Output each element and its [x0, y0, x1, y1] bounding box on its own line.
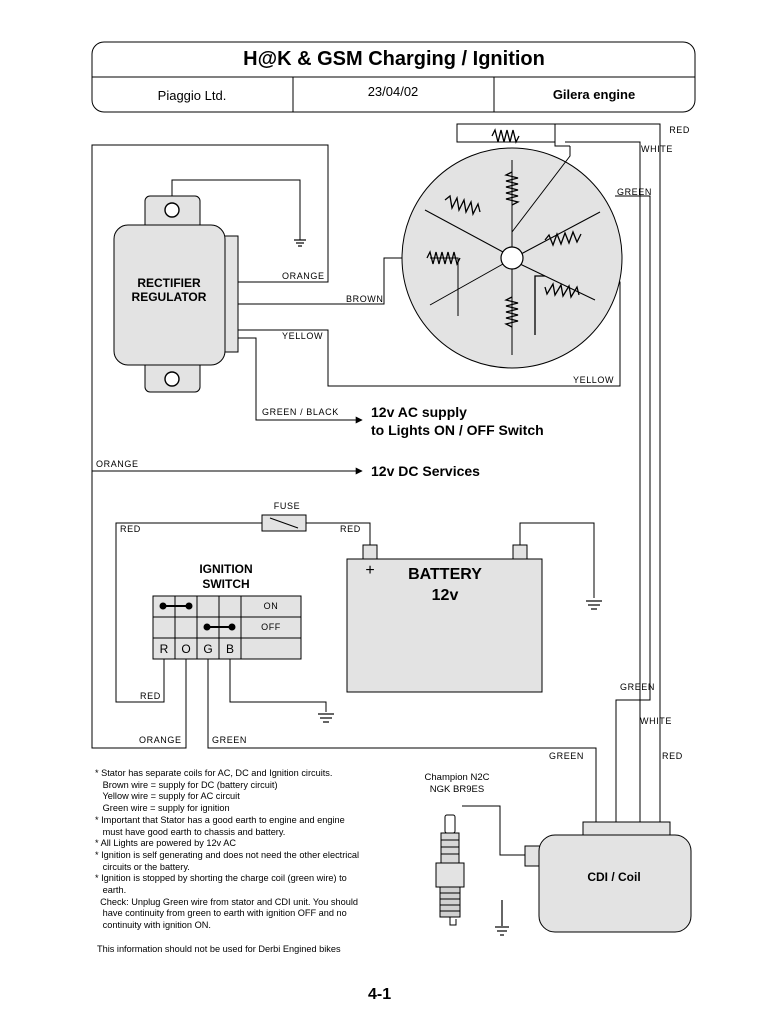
note-line: continuity with ignition ON.	[95, 920, 211, 931]
ignition-switch	[152, 595, 302, 660]
dc-services-label: 12v DC Services	[371, 463, 480, 479]
spark-plug-label: NGK BR9ES	[430, 784, 484, 795]
note-line: earth.	[95, 885, 127, 896]
cdi-label: CDI / Coil	[587, 870, 640, 884]
wire-label-green: GREEN	[549, 751, 584, 761]
regulator-label: REGULATOR	[132, 290, 207, 304]
document-date: 23/04/02	[368, 84, 419, 99]
company-name: Piaggio Ltd.	[158, 88, 227, 103]
switch-off-label: OFF	[261, 622, 281, 632]
note-line: have continuity from green to earth with…	[95, 908, 347, 919]
ignition-switch-label: SWITCH	[202, 577, 249, 591]
spark-plug	[435, 814, 465, 926]
wire-label-yellow: YELLOW	[573, 375, 614, 385]
battery	[346, 544, 543, 693]
disclaimer: This information should not be used for …	[97, 944, 341, 954]
note-line: * Stator has separate coils for AC, DC a…	[95, 768, 333, 778]
battery-voltage: 12v	[432, 587, 459, 604]
note-line: Yellow wire = supply for AC circuit	[95, 791, 240, 802]
ac-supply-label: to Lights ON / OFF Switch	[371, 422, 544, 438]
note-line: must have good earth to chassis and batt…	[95, 826, 286, 837]
regulator-label: RECTIFIER	[137, 276, 201, 290]
engine-name: Gilera engine	[553, 87, 635, 102]
rectifier-regulator	[113, 195, 239, 393]
switch-terminal-g: G	[203, 642, 212, 656]
cdi-coil	[524, 821, 692, 933]
battery-label: BATTERY	[408, 566, 482, 583]
note-line: * Ignition is self generating and does n…	[95, 849, 360, 860]
wire-label-red: RED	[340, 524, 361, 534]
switch-on-label: ON	[264, 601, 279, 611]
fuse	[261, 514, 307, 532]
ignition-switch-label: IGNITION	[199, 562, 252, 576]
wire-label-green: GREEN	[212, 735, 247, 745]
page-number: 4-1	[368, 986, 392, 1003]
wire-label-brown: BROWN	[346, 294, 384, 304]
note-line: Green wire = supply for ignition	[95, 803, 230, 814]
note-line: * All Lights are powered by 12v AC	[95, 838, 236, 849]
wire-label-red: RED	[120, 524, 141, 534]
wire-label-white: WHITE	[641, 144, 673, 154]
wire-label-red: RED	[140, 691, 161, 701]
notes: * Stator has separate coils for AC, DC a…	[95, 768, 405, 932]
spark-plug-label: Champion N2C	[425, 772, 490, 783]
battery-plus: +	[365, 562, 374, 579]
ac-supply-label: 12v AC supply	[371, 404, 467, 420]
wire-label-yellow: YELLOW	[282, 331, 323, 341]
page-title: H@K & GSM Charging / Ignition	[243, 48, 545, 70]
switch-terminal-b: B	[226, 642, 234, 656]
title-block	[91, 41, 696, 113]
wire-label-green-black: GREEN / BLACK	[262, 407, 339, 417]
wire-label-green: GREEN	[617, 187, 652, 197]
note-line: Check: Unplug Green wire from stator and…	[95, 896, 358, 907]
note-line: * Important that Stator has a good earth…	[95, 814, 345, 825]
wire-label-white: WHITE	[640, 716, 672, 726]
note-line: * Ignition is stopped by shorting the ch…	[95, 873, 347, 884]
switch-terminal-o: O	[181, 642, 190, 656]
stator	[401, 128, 623, 369]
note-line: circuits or the battery.	[95, 861, 190, 872]
wire-label-orange: ORANGE	[139, 735, 182, 745]
wire-label-green: GREEN	[620, 682, 655, 692]
wire-label-red: RED	[662, 751, 683, 761]
fuse-label: FUSE	[274, 501, 300, 511]
switch-terminal-r: R	[160, 642, 169, 656]
note-line: Brown wire = supply for DC (battery circ…	[95, 779, 278, 790]
wire-label-orange: ORANGE	[282, 271, 325, 281]
wire-label-orange: ORANGE	[96, 459, 139, 469]
wire-label-red: RED	[669, 125, 690, 135]
